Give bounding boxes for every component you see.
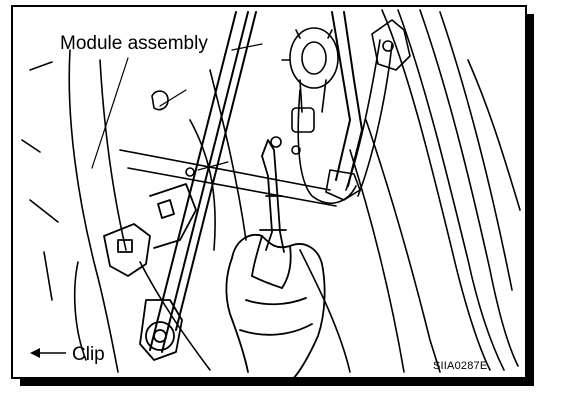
pliers-tool <box>259 139 287 253</box>
clip-label: Clip <box>72 344 105 365</box>
module-assembly-plate <box>103 183 197 361</box>
technician-hand <box>225 234 326 381</box>
upper-regulator-bracket <box>325 19 411 201</box>
door-trim-panel <box>349 9 521 373</box>
leader-lines <box>91 43 263 171</box>
clip-callout: Clip <box>30 344 105 365</box>
door-inner-panel <box>21 49 351 373</box>
module-assembly-label: Module assembly <box>60 33 208 54</box>
figure-id: SIIA0287E <box>433 360 487 372</box>
panel-clip <box>151 90 301 177</box>
arrow-left-icon <box>30 348 66 358</box>
cable-drum-pulley <box>281 27 339 133</box>
